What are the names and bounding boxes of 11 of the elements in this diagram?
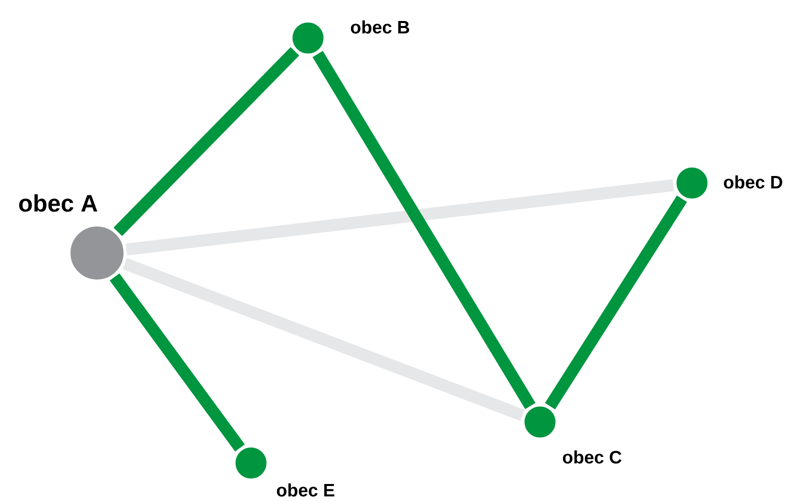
road-line — [114, 47, 300, 236]
road-line — [122, 258, 525, 421]
road-line — [544, 196, 688, 410]
road-line — [126, 179, 674, 256]
place-label: obec D — [724, 175, 782, 189]
place-label: obec A — [19, 194, 98, 212]
road-line — [110, 273, 245, 452]
place-label: obec E — [276, 483, 334, 497]
road-line — [312, 50, 536, 410]
place-label: obec B — [350, 20, 410, 34]
place-label: obec C — [562, 450, 622, 464]
